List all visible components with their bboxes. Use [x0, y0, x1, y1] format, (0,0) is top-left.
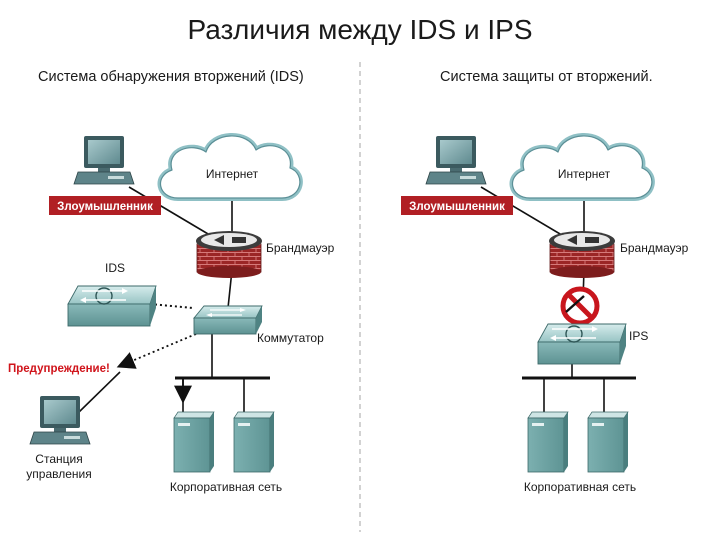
- attacker-label: Злоумышленник: [409, 201, 505, 213]
- ips-label: IPS: [629, 329, 648, 343]
- management-station-computer: [29, 396, 91, 445]
- corporate-network-label: Корпоративная сеть: [524, 480, 636, 494]
- ids-heading: Система обнаружения вторжений (IDS): [38, 69, 304, 85]
- server-2: [233, 411, 275, 473]
- ips-half: Система защиты от вторжений. Интернет: [401, 69, 689, 494]
- server-1: [527, 411, 569, 473]
- internet-label: Интернет: [206, 167, 259, 181]
- attacker-computer: [425, 136, 487, 185]
- attacker-badge: Злоумышленник: [49, 196, 161, 215]
- alert-dotted-arrow: [116, 333, 197, 369]
- firewall-icon: [196, 231, 262, 278]
- station-label-line1: Станция: [35, 452, 82, 466]
- slide-title: Различия между IDS и IPS: [187, 14, 533, 45]
- block-icon: [560, 286, 600, 326]
- ids-label: IDS: [105, 261, 125, 275]
- station-link: [77, 371, 121, 414]
- corporate-network-label: Корпоративная сеть: [170, 480, 282, 494]
- ips-heading: Система защиты от вторжений.: [440, 69, 653, 85]
- attacker-label: Злоумышленник: [57, 201, 153, 213]
- switch-device: [193, 305, 263, 335]
- server-2: [587, 411, 629, 473]
- internet-cloud: Интернет: [509, 133, 655, 201]
- ids-half: Система обнаружения вторжений (IDS) Инте…: [8, 69, 335, 494]
- ips-device: [537, 323, 627, 365]
- switch-label: Коммутатор: [257, 331, 324, 345]
- firewall-label: Брандмауэр: [266, 241, 335, 255]
- internet-label: Интернет: [558, 167, 611, 181]
- mirror-link: [149, 303, 194, 309]
- station-label-line2: управления: [26, 467, 91, 481]
- attacker-computer: [73, 136, 135, 185]
- ids-device: [67, 285, 157, 327]
- firewall-label: Брандмауэр: [620, 241, 689, 255]
- attacker-badge: Злоумышленник: [401, 196, 513, 215]
- warning-label: Предупреждение!: [8, 363, 110, 375]
- internet-cloud: Интернет: [157, 133, 303, 201]
- firewall-icon: [549, 231, 615, 278]
- server-1: [173, 411, 215, 473]
